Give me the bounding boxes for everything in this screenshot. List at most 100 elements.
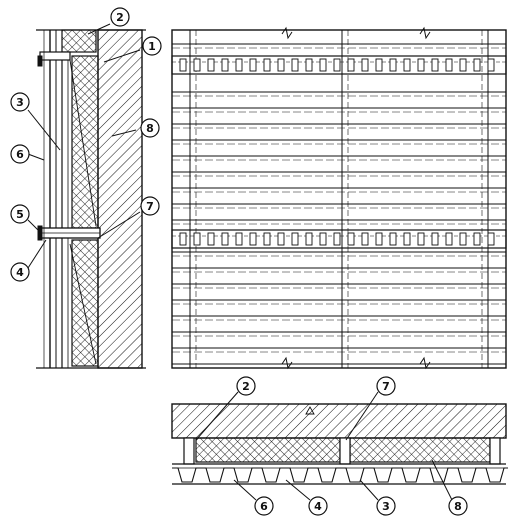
leader-p2 bbox=[195, 391, 239, 441]
bracket-tooth bbox=[263, 232, 271, 246]
bracket-tooth bbox=[431, 232, 439, 246]
elevation-frame bbox=[171, 29, 507, 369]
bracket-tooth bbox=[473, 232, 481, 246]
bracket-tooth bbox=[207, 58, 215, 72]
bracket-tooth bbox=[375, 232, 383, 246]
bracket-tooth bbox=[403, 58, 411, 72]
callout-p2-label: 2 bbox=[242, 380, 250, 393]
plan-concrete-wall bbox=[171, 403, 507, 439]
callout-s3-label: 3 bbox=[16, 96, 24, 109]
callout-s4: 4 bbox=[10, 262, 30, 282]
joint-fastener bbox=[37, 225, 43, 241]
trapezoidal-profile bbox=[172, 467, 508, 483]
callout-p6-label: 6 bbox=[260, 500, 268, 513]
bracket-tooth bbox=[291, 58, 299, 72]
bracket-tooth bbox=[221, 232, 229, 246]
callout-s5-label: 5 bbox=[16, 208, 24, 221]
concrete-mark bbox=[305, 406, 315, 415]
leader-s6 bbox=[27, 153, 45, 161]
bracket-tooth bbox=[193, 58, 201, 72]
callout-s1-label: 1 bbox=[148, 40, 156, 53]
bracket-tooth bbox=[249, 58, 257, 72]
bracket-tooth bbox=[459, 232, 467, 246]
concrete-wall bbox=[97, 29, 143, 369]
callout-p2: 2 bbox=[236, 376, 256, 396]
callout-p3: 3 bbox=[376, 496, 396, 516]
bracket-tooth bbox=[347, 232, 355, 246]
plan-post-left bbox=[183, 437, 195, 465]
top-bracket bbox=[39, 51, 71, 61]
leader-s2 bbox=[87, 23, 111, 35]
callout-p4: 4 bbox=[308, 496, 328, 516]
bracket-tooth bbox=[291, 232, 299, 246]
bracket-tooth bbox=[487, 232, 495, 246]
bracket-tooth bbox=[403, 232, 411, 246]
upper-bracket-band bbox=[171, 55, 507, 75]
bracket-tooth bbox=[319, 58, 327, 72]
bracket-tooth bbox=[235, 232, 243, 246]
bracket-tooth bbox=[319, 232, 327, 246]
callout-s3: 3 bbox=[10, 92, 30, 112]
leader-s5 bbox=[27, 219, 41, 233]
leader-s3 bbox=[27, 109, 61, 151]
bottom-break-mark-right bbox=[419, 356, 431, 370]
plan-post-right bbox=[489, 437, 501, 465]
callout-p3-label: 3 bbox=[382, 500, 390, 513]
callout-s8: 8 bbox=[140, 118, 160, 138]
leader-s8 bbox=[111, 129, 137, 137]
callout-s6-label: 6 bbox=[16, 148, 24, 161]
bracket-tooth bbox=[333, 232, 341, 246]
callout-s7-label: 7 bbox=[146, 200, 154, 213]
bracket-tooth bbox=[277, 232, 285, 246]
bracket-tooth bbox=[389, 58, 397, 72]
callout-s2: 2 bbox=[110, 7, 130, 27]
bracket-tooth bbox=[417, 232, 425, 246]
leader-p7 bbox=[345, 391, 379, 441]
bracket-tooth bbox=[179, 58, 187, 72]
plan-section bbox=[171, 403, 508, 485]
callout-s4-label: 4 bbox=[16, 266, 24, 279]
callout-s6: 6 bbox=[10, 144, 30, 164]
top-break-mark-left bbox=[281, 26, 293, 40]
upper-insulation bbox=[71, 55, 99, 229]
callout-p8-label: 8 bbox=[454, 500, 462, 513]
bracket-tooth bbox=[445, 232, 453, 246]
callout-s8-label: 8 bbox=[146, 122, 154, 135]
top-fastener bbox=[37, 55, 43, 67]
callout-p4-label: 4 bbox=[314, 500, 322, 513]
callout-s5: 5 bbox=[10, 204, 30, 224]
bracket-tooth bbox=[361, 58, 369, 72]
elevation-board-lines bbox=[172, 43, 506, 369]
plan-insulation-left bbox=[195, 437, 341, 463]
bracket-tooth bbox=[305, 58, 313, 72]
bracket-tooth bbox=[445, 58, 453, 72]
bracket-tooth bbox=[389, 232, 397, 246]
callout-p8: 8 bbox=[448, 496, 468, 516]
callout-p6: 6 bbox=[254, 496, 274, 516]
leader-s4 bbox=[27, 239, 47, 269]
plan-post-mid bbox=[339, 437, 351, 465]
callout-p7: 7 bbox=[376, 376, 396, 396]
bracket-tooth bbox=[305, 232, 313, 246]
top-insulation-block bbox=[61, 29, 97, 53]
bracket-tooth bbox=[235, 58, 243, 72]
bracket-tooth bbox=[221, 58, 229, 72]
bracket-tooth bbox=[207, 232, 215, 246]
bracket-tooth bbox=[473, 58, 481, 72]
bracket-tooth bbox=[361, 232, 369, 246]
lower-insulation bbox=[71, 239, 99, 367]
leader-p3 bbox=[359, 479, 379, 501]
leader-p6 bbox=[233, 479, 257, 501]
bottom-break-mark-left bbox=[281, 356, 293, 370]
bracket-tooth bbox=[431, 58, 439, 72]
bracket-tooth bbox=[249, 232, 257, 246]
top-break-mark-right bbox=[419, 26, 431, 40]
leader-s7 bbox=[97, 211, 141, 239]
bracket-tooth bbox=[487, 58, 495, 72]
callout-s7: 7 bbox=[140, 196, 160, 216]
elevation-view bbox=[171, 26, 507, 370]
callout-p7-label: 7 bbox=[382, 380, 390, 393]
lower-bracket-band bbox=[171, 229, 507, 249]
